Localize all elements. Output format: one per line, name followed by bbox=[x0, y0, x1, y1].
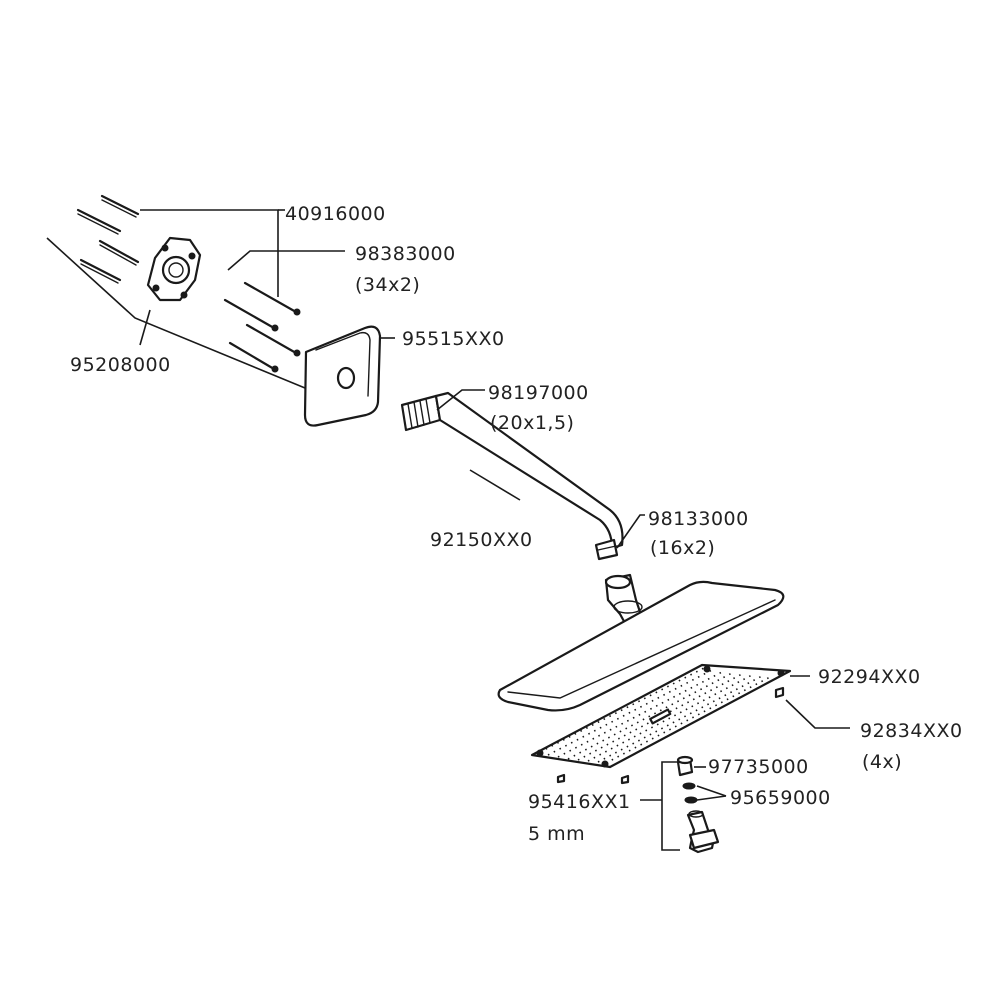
label-98133000: 98133000 bbox=[648, 508, 749, 530]
label-92150: 92150XX0 bbox=[430, 529, 533, 551]
label-40916000: 40916000 bbox=[285, 203, 386, 225]
leader-95659000-a bbox=[696, 785, 727, 797]
shower-head-92294 bbox=[497, 573, 810, 712]
wall-bracket-95208000 bbox=[146, 236, 202, 302]
label-95416: 95416XX1 bbox=[528, 791, 631, 813]
label-95208000: 95208000 bbox=[70, 354, 171, 376]
label-92294: 92294XX0 bbox=[818, 666, 921, 688]
screw-set-98383000 bbox=[223, 281, 301, 373]
leader-95208000 bbox=[139, 309, 151, 346]
leader-92150 bbox=[469, 469, 521, 501]
label-98383000-qty: (34x2) bbox=[355, 274, 420, 296]
leader-98383000 bbox=[227, 250, 345, 271]
label-92834: 92834XX0 bbox=[860, 720, 963, 742]
label-98197000: 98197000 bbox=[488, 382, 589, 404]
leader-98133000 bbox=[616, 514, 645, 549]
label-95416-size: 5 mm bbox=[528, 823, 585, 845]
label-98383000: 98383000 bbox=[355, 243, 456, 265]
valve-parts-group bbox=[640, 755, 727, 854]
label-97735000: 97735000 bbox=[708, 756, 809, 778]
spray-plate bbox=[530, 663, 850, 785]
shower-arm-92150 bbox=[400, 389, 645, 561]
leader-98197000 bbox=[436, 389, 485, 411]
group-bracket-95416 bbox=[661, 761, 680, 851]
label-95515: 95515XX0 bbox=[402, 328, 505, 350]
label-95659000: 95659000 bbox=[730, 787, 831, 809]
label-98133000-qty: (16x2) bbox=[650, 537, 715, 559]
label-98197000-qty: (20x1,5) bbox=[490, 412, 574, 434]
label-92834-qty: (4x) bbox=[862, 751, 902, 773]
screw-set-40916000 bbox=[76, 194, 140, 284]
escutcheon-95515 bbox=[303, 325, 395, 427]
wall-mount-group bbox=[46, 194, 345, 389]
group-bracket-left bbox=[46, 237, 306, 389]
leader-92834 bbox=[785, 699, 850, 729]
